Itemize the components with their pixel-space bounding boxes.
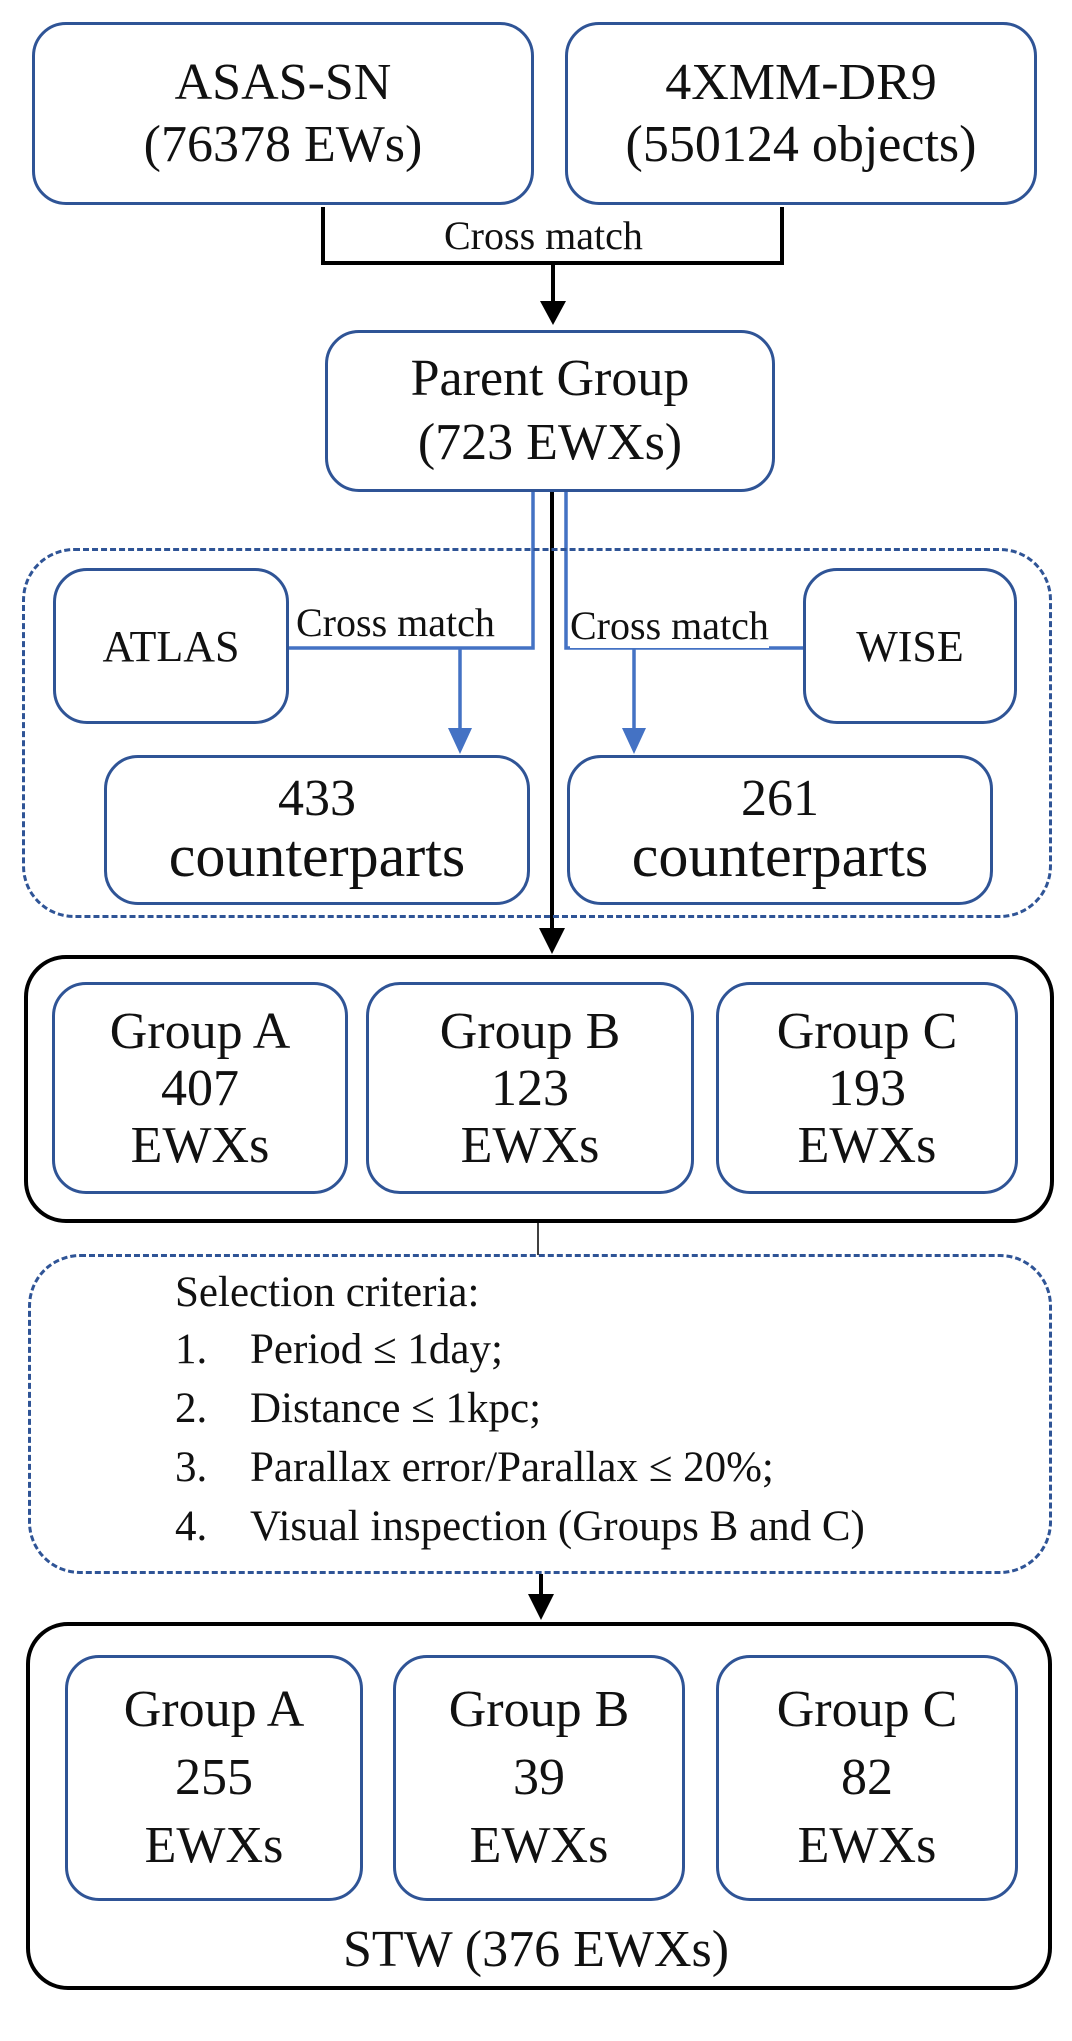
final-group-a-unit: EWXs xyxy=(144,1817,284,1874)
atlas-counterparts-label: counterparts xyxy=(168,823,466,889)
asassn-name: ASAS-SN xyxy=(174,53,392,111)
wise-counterparts-label: counterparts xyxy=(631,823,929,889)
initial-group-b-unit: EWXs xyxy=(460,1116,600,1174)
criterion-3-num: 3. xyxy=(175,1444,208,1491)
atlas-box: ATLAS xyxy=(53,568,289,724)
initial-group-c-name: Group C xyxy=(776,1002,958,1060)
criterion-1-text: Period ≤ 1day; xyxy=(250,1326,503,1373)
initial-group-a-unit: EWXs xyxy=(130,1116,270,1174)
arrowhead-parent-to-groups xyxy=(539,928,565,954)
top-cross-match-label: Cross match xyxy=(444,213,643,258)
stw-container xyxy=(26,1622,1052,1990)
final-group-c-box: Group C 82 EWXs xyxy=(716,1655,1018,1901)
final-group-b-unit: EWXs xyxy=(469,1817,609,1874)
asassn-box: ASAS-SN (76378 EWs) xyxy=(32,22,534,205)
parent-group-box: Parent Group (723 EWXs) xyxy=(325,330,775,492)
atlas-name: ATLAS xyxy=(102,621,240,671)
criterion-4-num: 4. xyxy=(175,1503,208,1550)
initial-group-c-box: Group C 193 EWXs xyxy=(716,982,1018,1194)
final-group-c-name: Group C xyxy=(776,1681,958,1738)
wise-arrowhead xyxy=(622,728,646,754)
initial-group-a-box: Group A 407 EWXs xyxy=(52,982,348,1194)
criterion-2: 2. Distance ≤ 1kpc; xyxy=(175,1384,541,1433)
selection-criteria-box xyxy=(28,1254,1052,1574)
atlas-cross-match-label: Cross match xyxy=(296,600,495,645)
final-group-a-count: 255 xyxy=(175,1749,253,1806)
wise-counterparts-count: 261 xyxy=(741,770,819,827)
initial-group-c-count: 193 xyxy=(828,1059,906,1117)
final-group-c-count: 82 xyxy=(841,1749,893,1806)
initial-group-a-count: 407 xyxy=(161,1059,239,1117)
criterion-2-text: Distance ≤ 1kpc; xyxy=(250,1385,542,1432)
initial-group-b-count: 123 xyxy=(491,1059,569,1117)
counterparts-region xyxy=(22,548,1052,918)
final-group-b-box: Group B 39 EWXs xyxy=(393,1655,685,1901)
atlas-arrowhead xyxy=(448,728,472,754)
parent-group-count: (723 EWXs) xyxy=(417,414,683,471)
xmm-name: 4XMM-DR9 xyxy=(665,53,937,111)
parent-group-name: Parent Group xyxy=(410,350,690,407)
wise-name: WISE xyxy=(856,621,964,671)
arrowhead-to-parent xyxy=(540,301,566,325)
criterion-2-num: 2. xyxy=(175,1385,208,1432)
initial-group-c-unit: EWXs xyxy=(797,1116,937,1174)
atlas-counterparts-box: 433 counterparts xyxy=(104,755,530,905)
criterion-1: 1. Period ≤ 1day; xyxy=(175,1325,503,1374)
final-group-a-box: Group A 255 EWXs xyxy=(65,1655,363,1901)
final-group-b-name: Group B xyxy=(448,1681,630,1738)
wise-box: WISE xyxy=(803,568,1017,724)
criterion-1-num: 1. xyxy=(175,1326,208,1373)
criterion-3-text: Parallax error/Parallax ≤ 20%; xyxy=(250,1444,774,1491)
wise-cross-match-label: Cross match xyxy=(570,603,769,648)
asassn-count: (76378 EWs) xyxy=(143,115,423,173)
stw-label: STW (376 EWXs) xyxy=(342,1921,730,1978)
final-group-c-unit: EWXs xyxy=(797,1817,937,1874)
xmm-box: 4XMM-DR9 (550124 objects) xyxy=(565,22,1037,205)
atlas-counterparts-count: 433 xyxy=(278,770,356,827)
criterion-4: 4. Visual inspection (Groups B and C) xyxy=(175,1502,865,1551)
criterion-4-text: Visual inspection (Groups B and C) xyxy=(250,1503,865,1550)
xmm-count: (550124 objects) xyxy=(625,115,977,173)
initial-group-b-box: Group B 123 EWXs xyxy=(366,982,694,1194)
arrowhead-criteria-to-final xyxy=(528,1594,554,1620)
criterion-3: 3. Parallax error/Parallax ≤ 20%; xyxy=(175,1443,774,1492)
initial-groups-container xyxy=(24,955,1054,1223)
wise-counterparts-box: 261 counterparts xyxy=(567,755,993,905)
final-group-a-name: Group A xyxy=(123,1681,305,1738)
final-group-b-count: 39 xyxy=(513,1749,565,1806)
initial-group-a-name: Group A xyxy=(109,1002,291,1060)
initial-group-b-name: Group B xyxy=(439,1002,621,1060)
selection-criteria-title: Selection criteria: xyxy=(175,1269,480,1316)
